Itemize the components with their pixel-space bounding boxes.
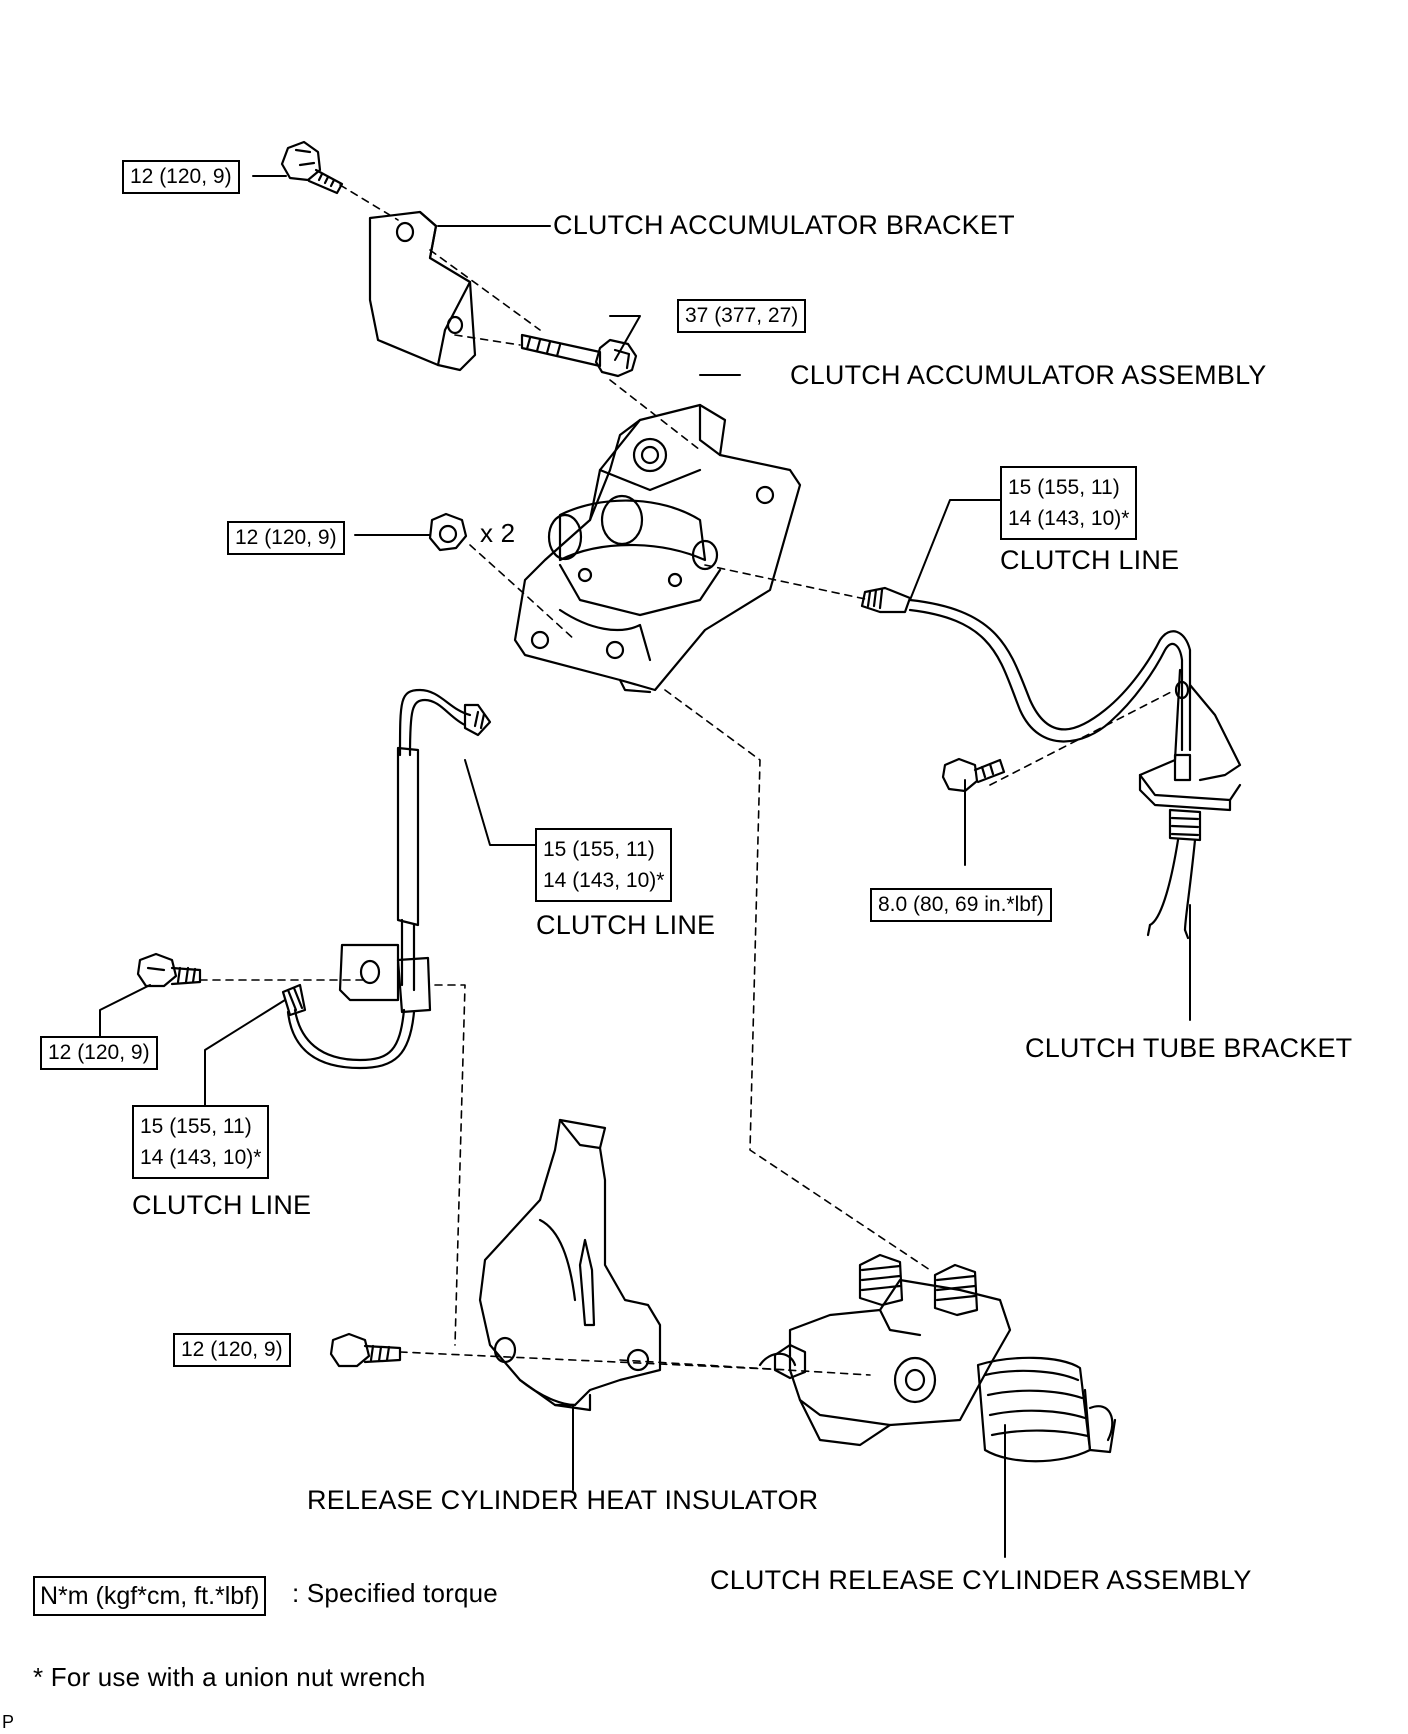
torque-box-top-bolt: 12 (120, 9) [122, 160, 240, 194]
corner-mark: P [2, 1712, 15, 1732]
torque-value-union-wrench: 14 (143, 10)* [543, 869, 665, 892]
torque-value-union-wrench: 14 (143, 10)* [140, 1146, 262, 1169]
torque-value: 15 (155, 11) [1008, 476, 1120, 499]
label-accumulator-assembly: CLUTCH ACCUMULATOR ASSEMBLY [790, 360, 1267, 390]
heat-insulator-icon [478, 1118, 662, 1412]
torque-value: 12 (120, 9) [48, 1041, 150, 1064]
label-clutch-line-lower: CLUTCH LINE [132, 1190, 312, 1220]
accumulator-bracket-icon [368, 210, 477, 372]
label-clutch-tube-bracket: CLUTCH TUBE BRACKET [1025, 1033, 1353, 1063]
legend-unit-text: : Specified torque [292, 1578, 498, 1608]
torque-value: 8.0 (80, 69 in.*lbf) [878, 893, 1044, 916]
torque-box-insulator-bolt: 12 (120, 9) [173, 1333, 291, 1367]
left-bolt-icon [136, 952, 202, 988]
label-clutch-line-middle: CLUTCH LINE [536, 910, 716, 940]
torque-box-clutch-line-middle: 15 (155, 11) 14 (143, 10)* [535, 828, 673, 902]
leader-lines [99, 175, 1191, 1558]
torque-value: 37 (377, 27) [685, 304, 799, 327]
torque-box-nut: 12 (120, 9) [227, 521, 345, 555]
torque-value-union-wrench: 14 (143, 10)* [1008, 507, 1130, 530]
alignment-lines [199, 184, 1176, 1376]
torque-value: 12 (120, 9) [235, 526, 337, 549]
insulator-bolt-icon [329, 1332, 402, 1368]
torque-box-clutch-line-lower: 15 (155, 11) 14 (143, 10)* [132, 1105, 270, 1179]
tube-bracket-icon [1138, 668, 1242, 940]
top-bolt-icon [280, 140, 344, 195]
torque-value: 15 (155, 11) [140, 1115, 252, 1138]
torque-value: 12 (120, 9) [181, 1338, 283, 1361]
footnote: * For use with a union nut wrench [33, 1662, 426, 1692]
torque-value: 12 (120, 9) [130, 165, 232, 188]
label-heat-insulator: RELEASE CYLINDER HEAT INSULATOR [307, 1485, 819, 1515]
label-accumulator-bracket: CLUTCH ACCUMULATOR BRACKET [553, 210, 1015, 240]
torque-value: 15 (155, 11) [543, 838, 655, 861]
label-clutch-line-upper: CLUTCH LINE [1000, 545, 1180, 575]
torque-box-small-bolt: 8.0 (80, 69 in.*lbf) [870, 888, 1052, 922]
clutch-line-right-icon [860, 586, 1192, 752]
legend-unit-box: N*m (kgf*cm, ft.*lbf) [33, 1576, 267, 1616]
release-cylinder-icon [758, 1253, 1117, 1463]
torque-box-left-bolt: 12 (120, 9) [40, 1036, 158, 1070]
torque-box-clutch-line-upper: 15 (155, 11) 14 (143, 10)* [1000, 466, 1138, 540]
nut-icon [428, 512, 468, 552]
accumulator-assembly-icon [513, 403, 802, 694]
clutch-hose-icon [281, 688, 492, 1070]
small-bolt-icon [941, 757, 1006, 793]
torque-box-long-bolt: 37 (377, 27) [677, 299, 807, 333]
nut-quantity: x 2 [480, 518, 516, 548]
long-bolt-icon [520, 333, 638, 378]
label-release-cylinder: CLUTCH RELEASE CYLINDER ASSEMBLY [710, 1565, 1252, 1595]
